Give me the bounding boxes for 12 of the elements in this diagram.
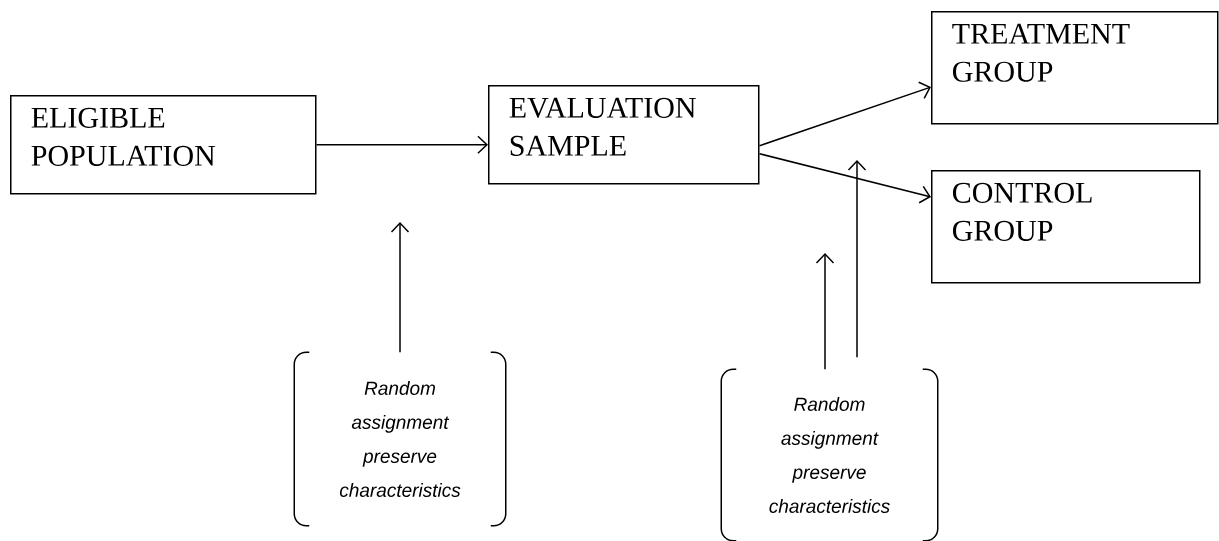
bracketed-note: Random assignment preserve characteristics [720, 368, 939, 541]
process-box: ELIGIBLE POPULATION [10, 95, 317, 195]
arrow [315, 135, 488, 154]
process-box: EVALUATION SAMPLE [488, 85, 760, 185]
bracketed-note: Random assignment preserve characteristics [293, 351, 507, 527]
arrow [815, 253, 835, 370]
arrow [390, 222, 410, 353]
arrow [758, 81, 931, 147]
arrow [758, 153, 931, 204]
process-box: TREATMENT GROUP [931, 11, 1219, 125]
process-box: CONTROL GROUP [931, 170, 1201, 284]
arrow [847, 160, 867, 358]
